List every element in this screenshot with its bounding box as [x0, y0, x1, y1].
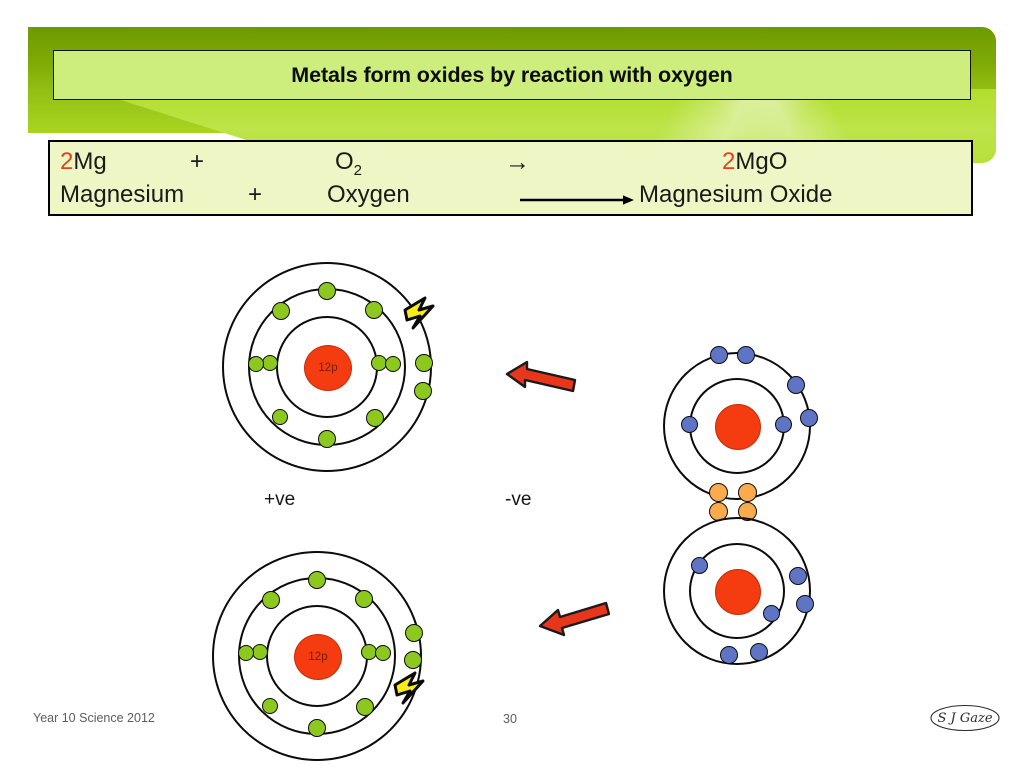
oxygen-atom-top: [663, 346, 818, 504]
o-bottom-shell-1: [689, 543, 785, 639]
electron-transfer-arrow-top: [505, 360, 577, 393]
equation-product-mgo-symbol: 2MgO: [722, 147, 787, 177]
o-top-electron-outer-4: [800, 409, 818, 427]
charge-label-positive: +ve: [264, 489, 296, 510]
footer-page-number: 30: [503, 712, 517, 726]
equation-product-name: Magnesium Oxide: [639, 181, 833, 208]
o-bottom-shell-2: [663, 517, 811, 665]
o-top-electron-inner-2: [775, 416, 792, 433]
equation-arrow-symbol: →: [505, 148, 530, 176]
equation-reactant-oxygen-name: Oxygen: [327, 181, 410, 208]
footer-course-label: Year 10 Science 2012: [33, 711, 155, 725]
author-logo: S J Gaze: [928, 703, 1002, 733]
equation-long-arrow-icon: [520, 195, 634, 205]
symbol-mg: Mg: [73, 148, 107, 175]
oxygen-atom-bottom: [663, 517, 815, 669]
lightning-bolt-icon-top: [403, 296, 435, 330]
mg-bottom-electron-mid-4: [356, 698, 374, 716]
mg-bottom-electron-mid-2: [355, 590, 373, 608]
chemical-equation-box: 2Mg + O2 → 2MgO Magnesium + Oxygen Magne…: [48, 140, 973, 216]
coefficient-2-mgo: 2: [722, 148, 736, 175]
mg-bottom-electron-mid-7: [238, 645, 254, 661]
mg-top-electron-mid-2: [365, 301, 383, 319]
subscript-2: 2: [353, 161, 363, 179]
o-top-electron-inner-1: [681, 416, 698, 433]
magnesium-atom-top: 12p: [222, 262, 440, 474]
o-bottom-electron-inner-2: [763, 605, 780, 622]
mg-bottom-electron-mid-1: [308, 571, 326, 589]
mg-top-electron-mid-3: [385, 356, 401, 372]
mg-bottom-electron-outer-2: [404, 651, 422, 669]
o-bottom-electron-outer-2: [796, 595, 814, 613]
equation-plus-symbol: +: [190, 148, 205, 175]
o-bottom-electron-outer-1: [789, 567, 807, 585]
mg-bottom-electron-mid-6: [262, 698, 278, 714]
mg-bottom-electron-outer-1: [405, 624, 423, 642]
mg-top-nucleus-label: 12p: [318, 362, 338, 374]
mg-bottom-electron-mid-8: [262, 591, 280, 609]
page-title: Metals form oxides by reaction with oxyg…: [291, 62, 733, 87]
mg-top-electron-mid-6: [272, 409, 288, 425]
shared-electron-1: [709, 483, 728, 502]
equation-reactant-magnesium-symbol: 2Mg: [60, 147, 107, 177]
shared-electron-2: [738, 483, 757, 502]
mg-top-nucleus: 12p: [304, 345, 352, 391]
title-box: Metals form oxides by reaction with oxyg…: [53, 50, 971, 100]
coefficient-2-mg: 2: [60, 148, 74, 175]
title-banner: Metals form oxides by reaction with oxyg…: [28, 27, 996, 163]
mg-top-electron-outer-1: [415, 354, 433, 372]
magnesium-atom-bottom: 12p: [212, 551, 430, 763]
lightning-bolt-icon-bottom: [393, 671, 425, 705]
electron-transfer-arrow-bottom: [538, 601, 610, 637]
mg-top-electron-mid-1: [318, 282, 336, 300]
logo-text: S J Gaze: [937, 710, 993, 726]
shared-electron-pair-group: [707, 483, 767, 523]
mg-top-electron-mid-5: [318, 430, 336, 448]
equation-symbol-row: 2Mg + O2 → 2MgO: [50, 147, 971, 181]
o-top-electron-outer-2: [737, 346, 755, 364]
mg-bottom-nucleus-label: 12p: [308, 651, 328, 663]
equation-name-row: Magnesium + Oxygen Magnesium Oxide: [50, 180, 971, 214]
mg-bottom-electron-mid-5: [308, 719, 326, 737]
equation-reactant-oxygen-symbol: O2: [335, 147, 363, 179]
mg-top-electron-mid-8: [272, 302, 290, 320]
o-top-nucleus: [715, 404, 761, 450]
mg-top-electron-inner-1: [262, 355, 278, 371]
o-bottom-nucleus: [715, 569, 761, 615]
mg-bottom-electron-mid-3: [375, 645, 391, 661]
equation-reactant-magnesium-name: Magnesium: [60, 181, 185, 208]
charge-label-negative: -ve: [505, 489, 532, 510]
o-top-electron-outer-1: [710, 346, 728, 364]
symbol-mgo: MgO: [735, 148, 788, 175]
mg-bottom-nucleus: 12p: [294, 634, 342, 680]
equation-plus-name: +: [248, 181, 263, 208]
logo-ellipse-icon: [930, 704, 1000, 732]
symbol-o: O: [335, 148, 354, 175]
mg-top-electron-mid-4: [366, 409, 384, 427]
o-bottom-electron-inner-1: [691, 557, 708, 574]
mg-top-electron-outer-2: [414, 382, 432, 400]
o-bottom-electron-outer-4: [750, 643, 768, 661]
o-bottom-electron-outer-3: [720, 646, 738, 664]
o-top-electron-outer-3: [787, 376, 805, 394]
mg-top-electron-mid-7: [248, 356, 264, 372]
mg-bottom-electron-inner-1: [252, 644, 268, 660]
